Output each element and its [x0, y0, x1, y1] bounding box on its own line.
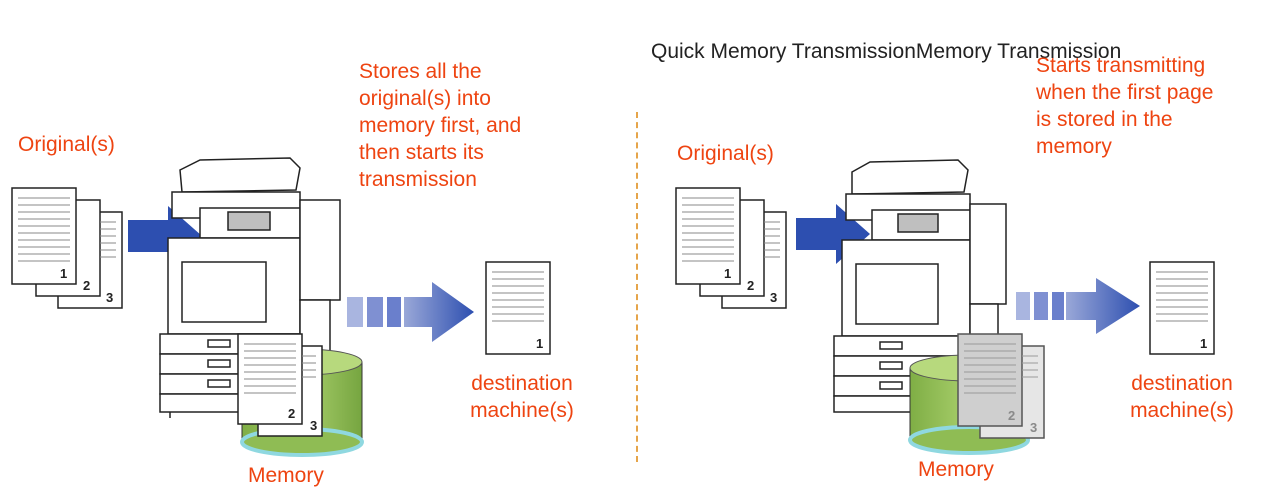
left-dest-page-number: 1	[536, 336, 543, 351]
right-originals-label: Original(s)	[677, 142, 774, 165]
left-panel-graphic: 1 2 3	[11, 157, 551, 457]
left-note-line: memory first, and	[359, 114, 522, 137]
left-destination-line: destination	[471, 372, 573, 395]
left-originals-label: Original(s)	[18, 133, 115, 156]
panel-divider	[636, 112, 638, 462]
right-originals-stack-icon: 1 2 3	[675, 187, 787, 309]
right-note: Starts transmitting when the first page …	[1036, 52, 1213, 160]
left-stored-page-number: 3	[310, 418, 317, 433]
left-page-number: 1	[60, 266, 67, 281]
left-stored-pages-icon: 2 3	[237, 333, 323, 437]
left-note-line: Stores all the	[359, 60, 482, 83]
right-page-number: 2	[747, 278, 754, 293]
left-output-arrow-icon	[347, 282, 474, 342]
right-destination-line: machine(s)	[1130, 399, 1234, 422]
right-note-line: Starts transmitting	[1036, 54, 1206, 77]
diagram-title: Quick Memory TransmissionMemory Transmis…	[651, 40, 1122, 63]
left-note-line: then starts its	[359, 141, 484, 164]
right-page-number: 3	[770, 290, 777, 305]
right-stored-page-number: 3	[1030, 420, 1037, 435]
right-memory-label: Memory	[918, 458, 994, 481]
right-note-line: is stored in the	[1036, 108, 1173, 131]
left-note-line: transmission	[359, 168, 477, 191]
left-destination-page-icon: 1	[485, 261, 551, 355]
right-dest-page-number: 1	[1200, 336, 1207, 351]
right-destination-page-icon: 1	[1149, 261, 1215, 355]
right-stored-page-number: 2	[1008, 408, 1015, 423]
left-destination-label: destination machine(s)	[458, 370, 586, 424]
left-stored-page-number: 2	[288, 406, 295, 421]
right-panel-graphic: 1 2 3	[675, 159, 1215, 455]
right-destination-line: destination	[1131, 372, 1233, 395]
left-page-number: 3	[106, 290, 113, 305]
right-note-line: memory	[1036, 135, 1112, 158]
left-note-line: original(s) into	[359, 87, 491, 110]
left-originals-stack-icon: 1 2 3	[11, 187, 123, 309]
left-destination-line: machine(s)	[470, 399, 574, 422]
right-page-number: 1	[724, 266, 731, 281]
right-destination-label: destination machine(s)	[1116, 370, 1248, 424]
right-note-line: when the first page	[1036, 81, 1214, 104]
right-stored-pages-icon: 2 3	[957, 333, 1045, 439]
left-note: Stores all the original(s) into memory f…	[359, 58, 521, 193]
right-output-arrow-icon	[1016, 278, 1140, 334]
left-memory-label: Memory	[248, 464, 324, 487]
left-page-number: 2	[83, 278, 90, 293]
